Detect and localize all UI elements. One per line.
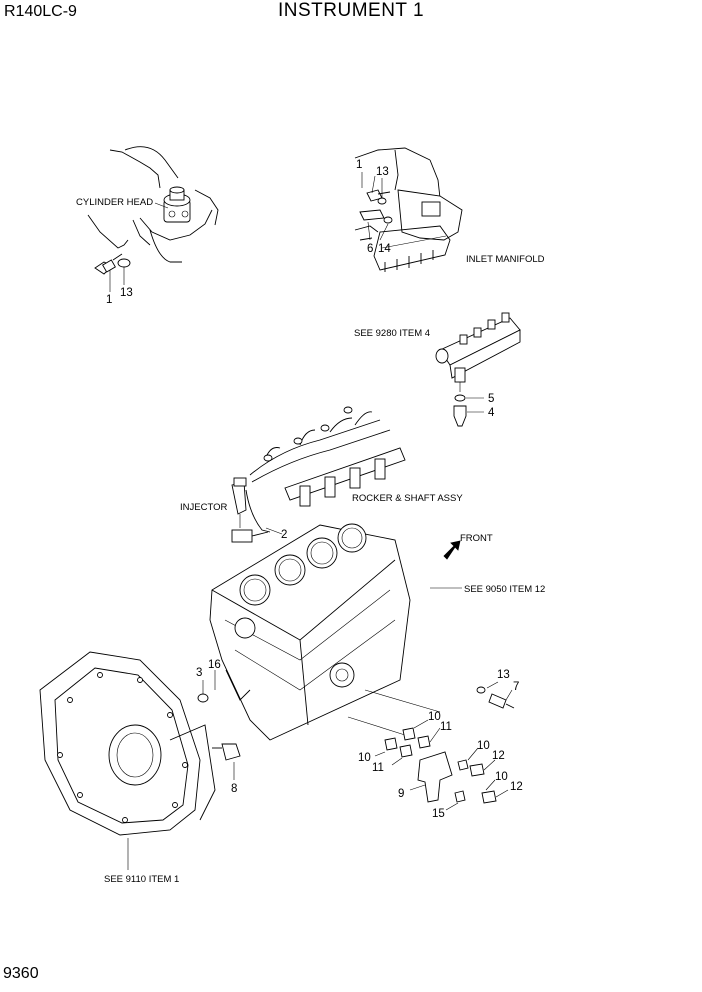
label-cylinder-head: CYLINDER HEAD xyxy=(76,197,153,208)
callout-14: 14 xyxy=(378,243,391,255)
label-rocker-shaft: ROCKER & SHAFT ASSY xyxy=(352,493,463,504)
callout-12-a: 12 xyxy=(492,750,505,762)
page-title: INSTRUMENT 1 xyxy=(277,0,425,21)
callout-13-right: 13 xyxy=(497,669,510,681)
label-front: FRONT xyxy=(460,533,493,544)
callout-10-b: 10 xyxy=(358,752,371,764)
callout-10-a: 10 xyxy=(428,711,441,723)
label-see-9280: SEE 9280 ITEM 4 xyxy=(354,328,430,339)
callout-6: 6 xyxy=(367,243,373,255)
label-see-9110: SEE 9110 ITEM 1 xyxy=(104,874,179,885)
fuel-rail-illustration xyxy=(435,312,521,427)
callout-11-b: 11 xyxy=(372,762,384,774)
callout-13-top: 13 xyxy=(376,166,389,178)
inlet-manifold-illustration xyxy=(354,147,463,272)
callout-7: 7 xyxy=(513,681,519,693)
callout-1-left: 1 xyxy=(106,294,112,306)
label-see-9050: SEE 9050 ITEM 12 xyxy=(464,584,545,595)
callout-9: 9 xyxy=(398,788,404,800)
callout-8: 8 xyxy=(231,783,237,795)
callout-4: 4 xyxy=(488,407,495,419)
callout-15: 15 xyxy=(432,808,445,820)
small-parts-illustration xyxy=(374,681,515,811)
callout-3: 3 xyxy=(196,667,202,679)
page-number: 9360 xyxy=(3,965,39,982)
cylinder-head-illustration xyxy=(87,146,219,292)
callout-11-a: 11 xyxy=(440,721,452,733)
engine-block-illustration xyxy=(209,523,462,741)
callout-1-top: 1 xyxy=(356,159,362,171)
label-injector: INJECTOR xyxy=(180,502,227,513)
front-arrow-icon xyxy=(443,540,461,560)
model-code: R140LC-9 xyxy=(4,3,77,20)
flywheel-housing-illustration xyxy=(39,651,241,870)
callout-5: 5 xyxy=(488,393,494,405)
injector-harness-illustration xyxy=(231,406,406,543)
callout-10-d: 10 xyxy=(495,771,508,783)
callout-16: 16 xyxy=(208,659,221,671)
label-inlet-manifold: INLET MANIFOLD xyxy=(466,254,545,265)
callout-13-left: 13 xyxy=(120,287,133,299)
callout-10-c: 10 xyxy=(477,740,490,752)
callout-2: 2 xyxy=(281,529,287,541)
callout-12-b: 12 xyxy=(510,781,523,793)
